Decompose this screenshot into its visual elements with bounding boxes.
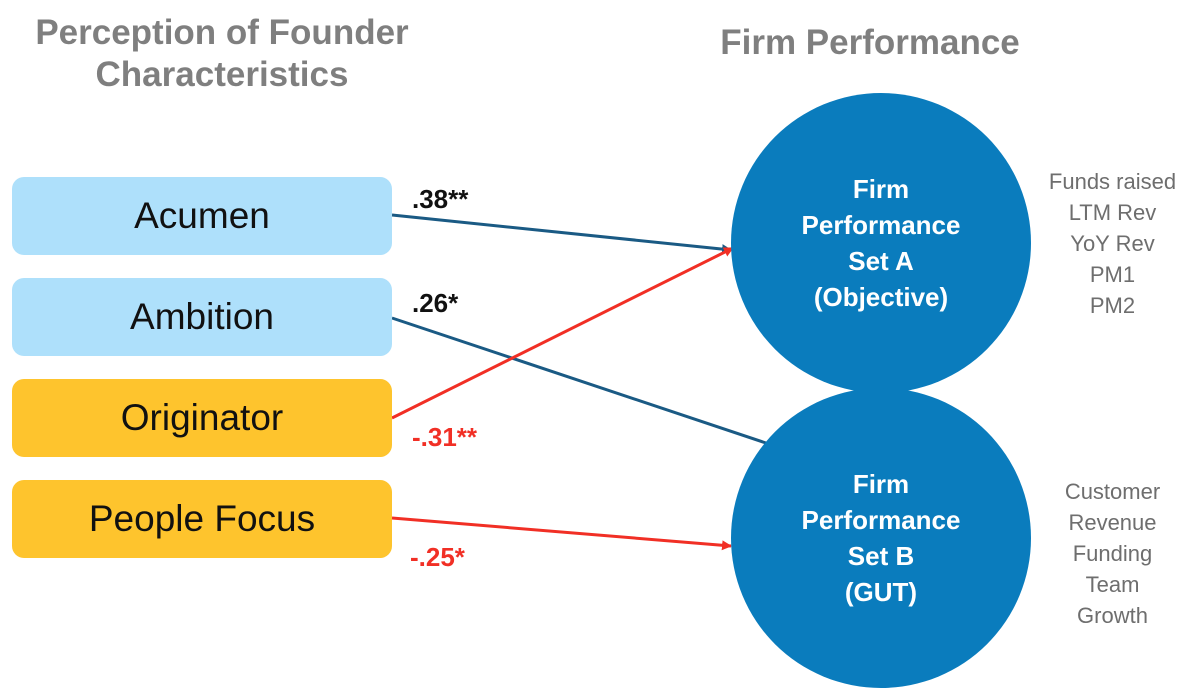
characteristic-ambition: Ambition: [12, 278, 392, 356]
outcome-set-b: Firm Performance Set B (GUT): [731, 388, 1031, 688]
metric-item: LTM Rev: [1068, 200, 1157, 225]
metrics-list-set-a: Funds raised LTM Rev YoY Rev PM1 PM2: [1030, 166, 1195, 321]
right-heading: Firm Performance: [720, 23, 1020, 62]
characteristic-people-focus: People Focus: [12, 480, 392, 558]
outcome-line: Set B: [847, 541, 915, 571]
characteristic-label: People Focus: [88, 498, 316, 539]
coefficient-people-focus: -.25*: [410, 542, 465, 572]
metric-item: Revenue: [1068, 510, 1157, 535]
metric-item: Customer: [1064, 479, 1161, 504]
left-heading: Perception of Founder Characteristics: [35, 13, 409, 94]
arrow-originator-to-set-a: [391, 246, 734, 420]
coefficient-acumen: .38**: [412, 184, 469, 214]
outcome-line: Set A: [848, 246, 914, 276]
characteristic-originator: Originator: [12, 379, 392, 457]
characteristic-label: Originator: [120, 397, 284, 438]
arrow-acumen-to-set-a: [391, 213, 732, 255]
characteristic-label: Ambition: [130, 296, 274, 337]
coefficient-ambition: .26*: [412, 288, 459, 318]
metric-item: Funding: [1072, 541, 1153, 566]
outcome-line: Firm: [852, 469, 910, 499]
outcome-line: Performance: [801, 505, 961, 535]
metric-item: YoY Rev: [1070, 231, 1155, 256]
arrow-ambition-to-set-b: [391, 316, 779, 449]
outcome-line: (GUT): [844, 577, 918, 607]
outcome-line: (Objective): [813, 282, 949, 312]
metric-item: PM2: [1089, 293, 1136, 318]
characteristic-label: Acumen: [134, 195, 270, 236]
metric-item: PM1: [1089, 262, 1136, 287]
metrics-list-set-b: Customer Revenue Funding Team Growth: [1040, 476, 1185, 631]
arrow-people-focus-to-set-b: [391, 516, 732, 551]
metric-item: Funds raised: [1048, 169, 1177, 194]
coefficient-originator: -.31**: [412, 422, 478, 452]
outcome-line: Performance: [801, 210, 961, 240]
characteristic-acumen: Acumen: [12, 177, 392, 255]
outcome-line: Firm: [852, 174, 910, 204]
metric-item: Team: [1085, 572, 1140, 597]
outcome-set-a: Firm Performance Set A (Objective): [731, 93, 1031, 393]
metric-item: Growth: [1077, 603, 1148, 628]
